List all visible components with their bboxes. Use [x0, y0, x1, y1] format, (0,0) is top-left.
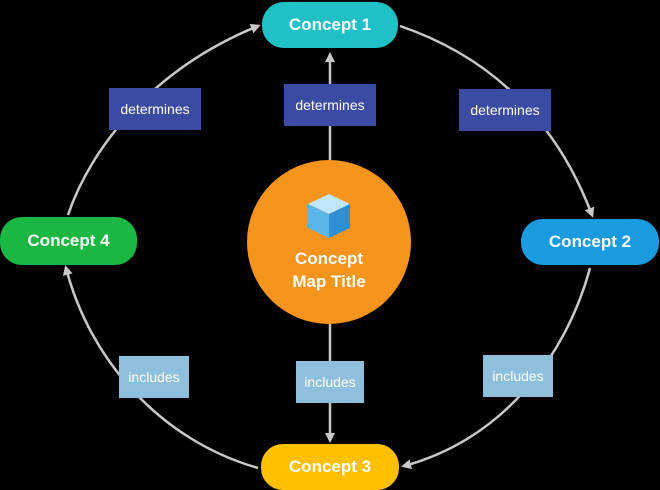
node-concept-1[interactable]: Concept 1	[262, 2, 398, 48]
link-label-determines-center: determines	[284, 84, 376, 126]
link-label-determines-right: determines	[459, 89, 551, 131]
node-concept-2[interactable]: Concept 2	[521, 219, 659, 265]
node-label: Concept 3	[288, 457, 372, 476]
node-label: Concept 2	[548, 232, 632, 251]
center-title-line1: Concept	[295, 249, 363, 268]
link-label-determines-left: determines	[109, 88, 201, 130]
center-title: Concept Map Title	[292, 247, 365, 293]
link-label-includes-right: includes	[483, 355, 553, 397]
node-label: Concept 4	[27, 231, 110, 250]
link-label-includes-center: includes	[296, 361, 364, 403]
center-title-line2: Map Title	[292, 272, 366, 291]
cube-icon	[308, 194, 350, 238]
node-label: Concept 1	[288, 15, 372, 34]
node-concept-3[interactable]: Concept 3	[261, 444, 399, 490]
node-concept-4[interactable]: Concept 4	[0, 217, 137, 265]
center-title-node[interactable]: Concept Map Title	[247, 160, 411, 324]
link-label-includes-left: includes	[119, 356, 189, 398]
